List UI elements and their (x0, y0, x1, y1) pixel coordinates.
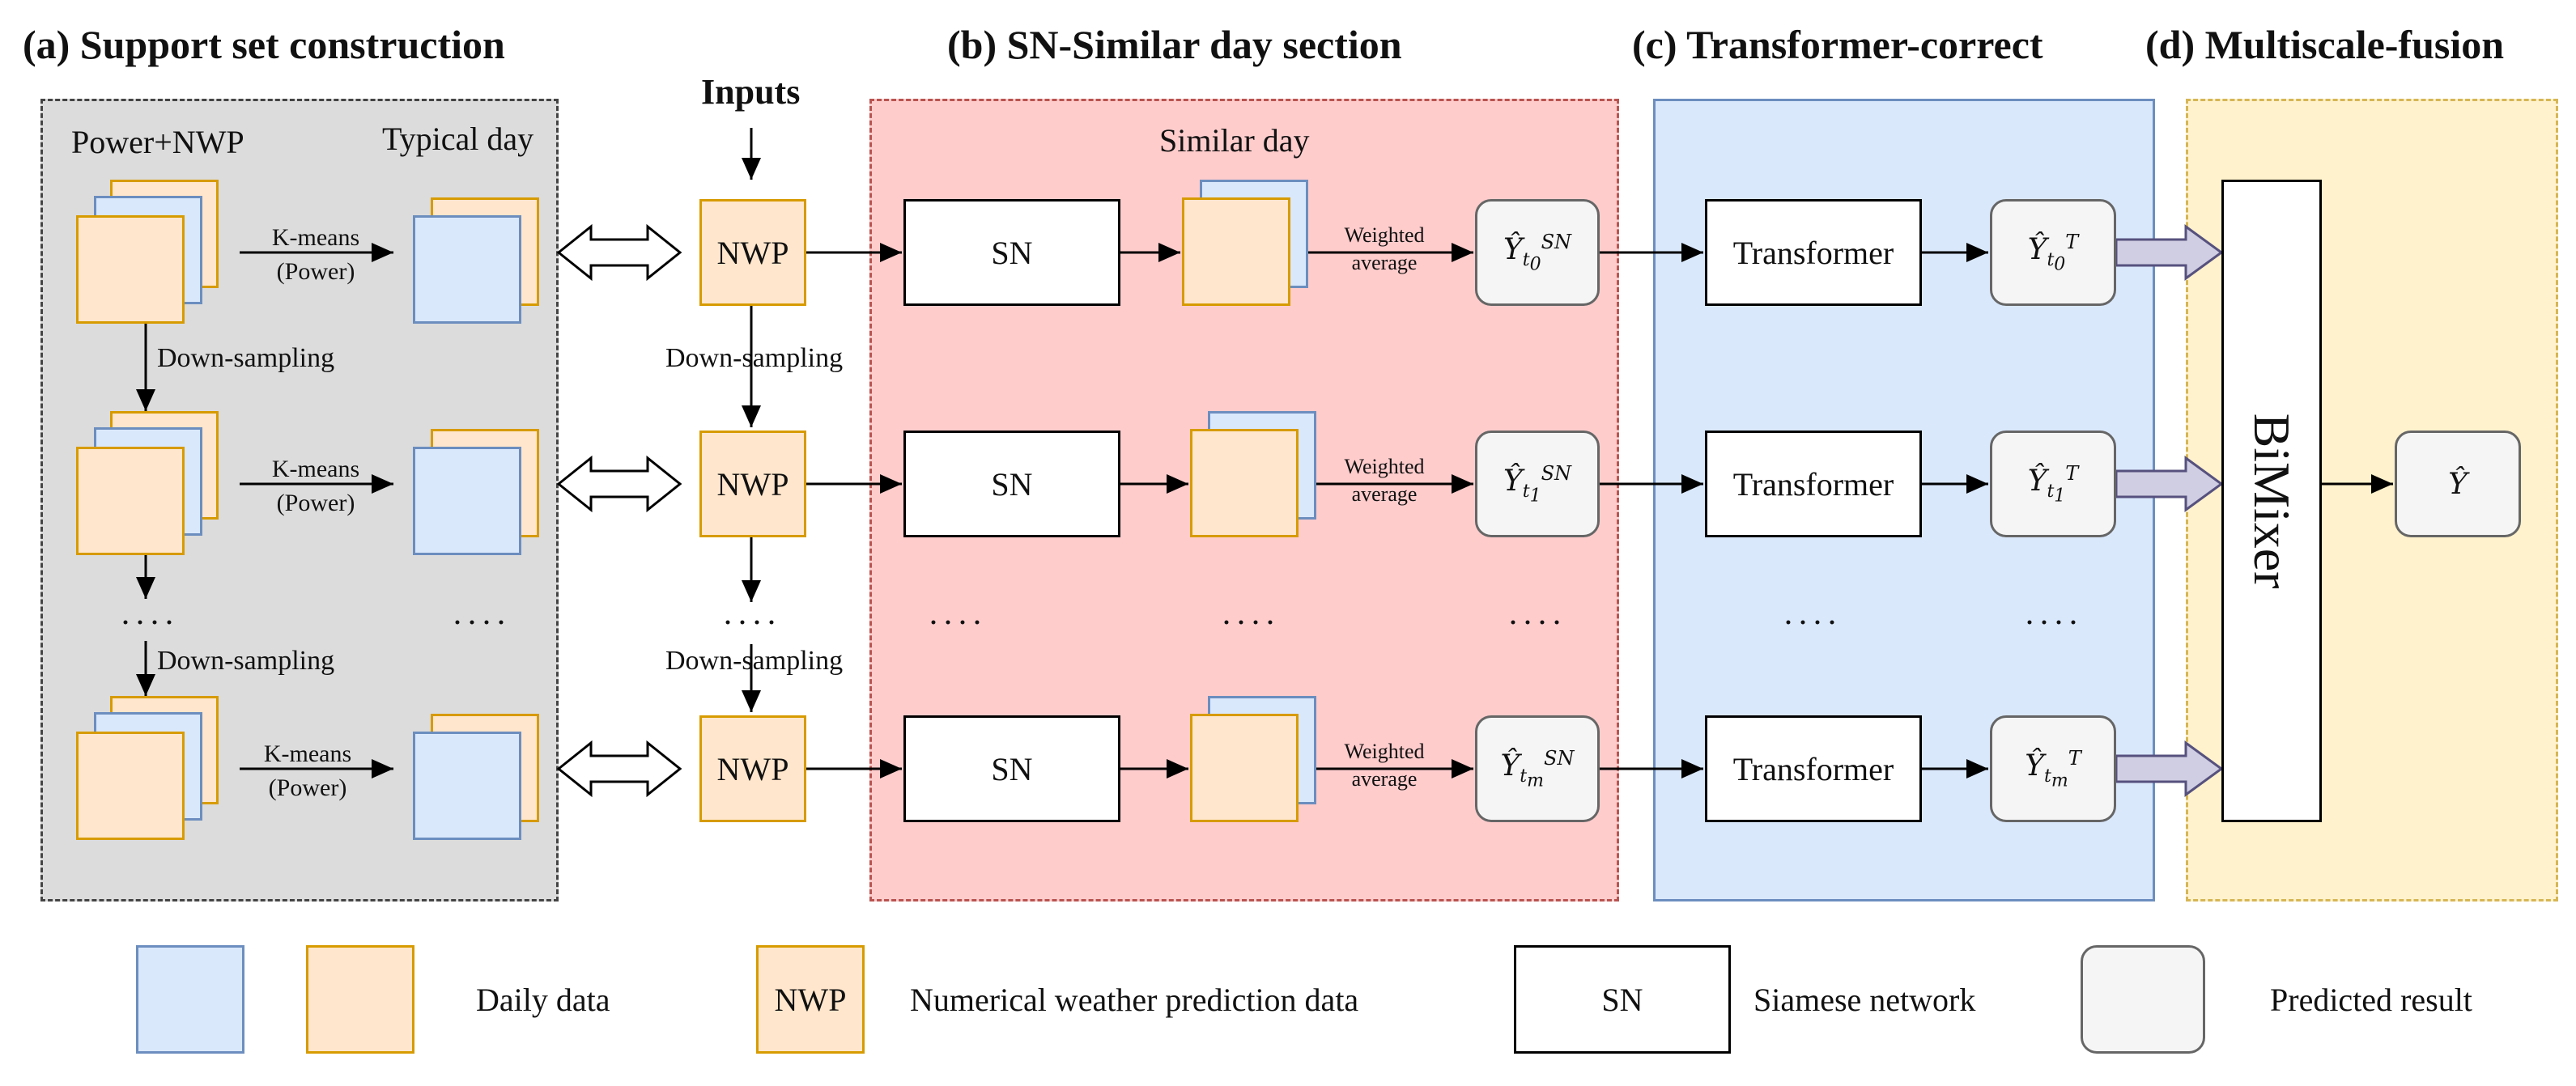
sn-result-tm: ŶtmSN (1475, 715, 1600, 822)
title-transformer-correct: (c) Transformer-correct (1632, 22, 2043, 67)
final-prediction: Ŷ (2395, 431, 2521, 537)
ellipsis: ···· (2024, 605, 2082, 642)
kmeans-power-label: (Power) (268, 774, 347, 801)
transformer-result-tm: ŶtmT (1990, 715, 2116, 822)
nwp-box: NWP (699, 715, 806, 822)
legend-nwp-box: NWP (756, 945, 865, 1054)
legend-predicted-label: Predicted result (2270, 982, 2472, 1018)
ellipsis: ···· (452, 605, 510, 642)
nwp-box: NWP (699, 431, 806, 537)
ellipsis: ···· (722, 605, 780, 642)
title-support-set: (a) Support set construction (23, 22, 505, 67)
similar-day-front (1190, 714, 1299, 822)
sn-box: SN (903, 199, 1120, 306)
transformer-box: Transformer (1705, 431, 1922, 537)
daily-data-stack-front (76, 215, 185, 324)
similar-day-front (1190, 429, 1299, 537)
legend-orange-square (306, 945, 414, 1054)
transformer-box: Transformer (1705, 199, 1922, 306)
nwp-box: NWP (699, 199, 806, 306)
ellipsis: ···· (120, 605, 178, 642)
transformer-box: Transformer (1705, 715, 1922, 822)
similar-day-label: Similar day (1159, 122, 1310, 159)
transformer-result-t0: Ŷt0T (1990, 199, 2116, 306)
legend-blue-square (136, 945, 244, 1054)
kmeans-label: K-means (263, 740, 352, 767)
downsampling-label: Down-sampling (665, 646, 844, 676)
kmeans-label: K-means (271, 224, 360, 251)
typical-day-front (413, 447, 521, 555)
legend-nwp-label: Numerical weather prediction data (910, 982, 1359, 1018)
ellipsis: ···· (1507, 605, 1566, 642)
kmeans-power-label: (Power) (276, 490, 355, 516)
sn-result-t0: Ŷt0SN (1475, 199, 1600, 306)
legend-daily-data-label: Daily data (476, 982, 610, 1018)
daily-data-stack-front (76, 447, 185, 555)
ellipsis: ···· (1783, 605, 1841, 642)
legend-sn-box: SN (1514, 945, 1731, 1054)
power-nwp-label: Power+NWP (71, 124, 244, 160)
inputs-label: Inputs (701, 72, 801, 112)
daily-data-stack-front (76, 732, 185, 840)
sn-box: SN (903, 431, 1120, 537)
sn-box: SN (903, 715, 1120, 822)
title-similar-day: (b) SN-Similar day section (947, 22, 1402, 67)
similar-day-front (1182, 197, 1290, 306)
typical-day-front (413, 732, 521, 840)
kmeans-label: K-means (271, 456, 360, 482)
typical-day-label: Typical day (382, 121, 534, 157)
ellipsis: ···· (1221, 605, 1279, 642)
downsampling-label: Down-sampling (157, 646, 335, 676)
transformer-result-t1: Ŷt1T (1990, 431, 2116, 537)
downsampling-label: Down-sampling (157, 343, 335, 373)
kmeans-power-label: (Power) (276, 258, 355, 285)
legend-sn-label: Siamese network (1753, 982, 1976, 1018)
title-multiscale-fusion: (d) Multiscale-fusion (2145, 22, 2505, 67)
typical-day-front (413, 215, 521, 324)
legend-result-box (2081, 945, 2205, 1054)
downsampling-label: Down-sampling (665, 343, 844, 373)
sn-result-t1: Ŷt1SN (1475, 431, 1600, 537)
bimixer-box: BiMixer (2221, 180, 2322, 822)
ellipsis: ···· (928, 605, 986, 642)
